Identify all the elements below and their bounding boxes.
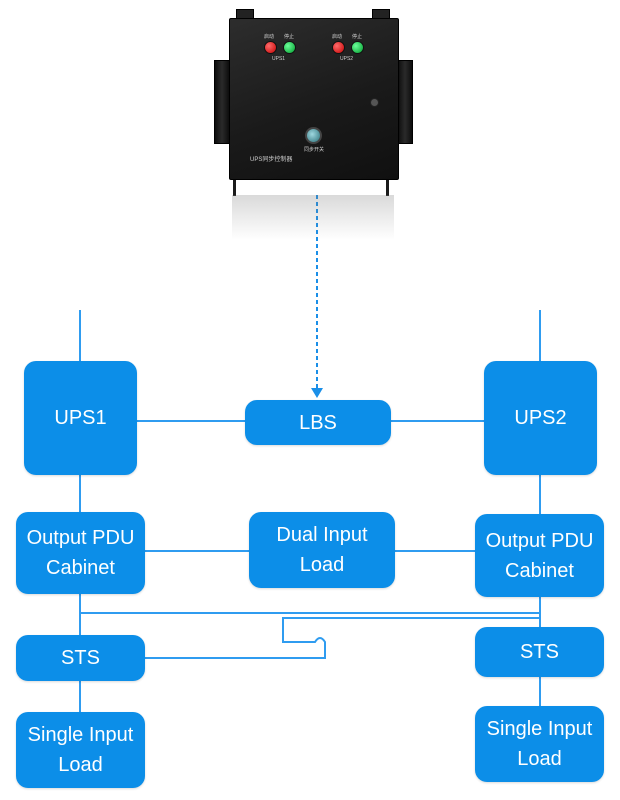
sts-right-box: STS xyxy=(475,627,604,677)
pdu-left-label: Output PDU Cabinet xyxy=(26,527,135,579)
output-pdu-cabinet-left-box: Output PDU Cabinet xyxy=(16,512,145,594)
sts-left-box: STS xyxy=(16,635,145,681)
ups2-stop-button-icon xyxy=(351,41,364,54)
sts-left-label: STS xyxy=(61,647,100,669)
button-caption-1: 启动 xyxy=(264,34,275,40)
arrowhead-icon xyxy=(311,388,323,398)
ups2-group-label: UPS2 xyxy=(340,56,354,62)
device-label: UPS同步控制器 xyxy=(250,157,293,163)
single-left-label: Single Input Load xyxy=(27,724,134,776)
switch-caption: 同步开关 xyxy=(304,147,325,153)
lock-screw-icon xyxy=(370,98,379,107)
dual-load-label: Dual Input Load xyxy=(276,524,368,576)
device-reflection xyxy=(232,195,394,240)
button-caption-2: 停止 xyxy=(284,34,295,40)
side-bracket-left xyxy=(214,60,230,144)
ups1-group-label: UPS1 xyxy=(272,56,286,62)
single-right-label: Single Input Load xyxy=(486,718,593,770)
ups2-label: UPS2 xyxy=(514,407,567,429)
device-leg-left xyxy=(233,176,236,196)
ups1-stop-button-icon xyxy=(283,41,296,54)
output-pdu-cabinet-right-box: Output PDU Cabinet xyxy=(475,514,604,597)
dual-input-load-box: Dual Input Load xyxy=(249,512,395,588)
sync-switch-knob-icon xyxy=(305,127,322,144)
sts-right-label: STS xyxy=(520,641,559,663)
single-input-load-left-box: Single Input Load xyxy=(16,712,145,788)
ups1-label: UPS1 xyxy=(54,407,107,429)
single-input-load-right-box: Single Input Load xyxy=(475,706,604,782)
ups2-start-button-icon xyxy=(332,41,345,54)
pdu-right-label: Output PDU Cabinet xyxy=(485,529,594,582)
device-leg-right xyxy=(386,176,389,196)
ups2-box: UPS2 xyxy=(484,361,597,475)
side-bracket-right xyxy=(397,60,413,144)
lbs-label: LBS xyxy=(299,411,337,434)
button-caption-3: 启动 xyxy=(332,34,343,40)
ups1-box: UPS1 xyxy=(24,361,137,475)
lbs-box: LBS xyxy=(245,400,391,445)
right-pdu-to-left-sts-line xyxy=(145,617,540,659)
controller-panel: 启动 停止 UPS1 启动 停止 UPS2 同步开关 UPS同步控制器 xyxy=(229,18,399,180)
ups1-start-button-icon xyxy=(264,41,277,54)
button-caption-4: 停止 xyxy=(352,34,363,40)
